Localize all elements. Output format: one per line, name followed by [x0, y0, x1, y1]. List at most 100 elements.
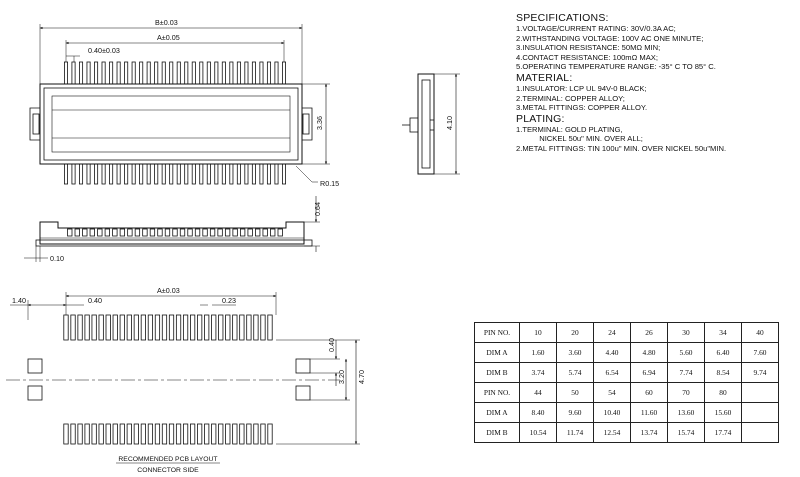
terminal-pin: [139, 61, 144, 85]
pcb-pad: [218, 314, 224, 341]
pcb-left-label: 1.40: [12, 296, 26, 305]
terminal-pin: [131, 163, 136, 185]
pcb-pad: [147, 423, 154, 445]
terminal-pin: [206, 61, 211, 85]
terminal-pin: [266, 163, 271, 185]
pcb-pad: [225, 423, 231, 445]
table-cell: 4.80: [630, 342, 668, 363]
table-cell: 26: [630, 322, 668, 343]
table-cell: 30: [667, 322, 705, 343]
table-cell: 11.60: [630, 402, 668, 423]
pcb-pad: [84, 423, 90, 445]
table-cell: DIM B: [474, 422, 520, 443]
pcb-pad: [140, 314, 146, 341]
terminal-pin: [94, 163, 99, 185]
pcb-pad: [211, 423, 217, 445]
table-cell: 6.54: [593, 362, 631, 383]
pcb-v3-label: 4.70: [357, 370, 366, 384]
pcb-pad: [267, 423, 273, 445]
terminal-pin: [116, 61, 121, 85]
table-cell: DIM B: [474, 362, 520, 383]
terminal-slot: [255, 228, 261, 237]
table-cell: 10.54: [519, 422, 557, 443]
terminal-slot: [277, 228, 283, 237]
terminal-pin: [146, 163, 151, 185]
pcb-pad: [77, 423, 83, 445]
terminal-pin: [236, 61, 241, 85]
terminal-slot: [119, 228, 126, 237]
terminal-slot: [247, 228, 253, 237]
terminal-pin: [79, 163, 84, 185]
table-cell: 7.60: [741, 342, 779, 363]
terminal-pin: [184, 61, 189, 85]
table-cell: 4.40: [593, 342, 631, 363]
terminal-slot: [224, 228, 231, 237]
terminal-slot: [149, 228, 156, 237]
pcb-pad: [63, 423, 69, 445]
terminal-pin: [64, 163, 69, 185]
terminal-slot: [164, 228, 171, 237]
pcb-pad: [267, 314, 273, 341]
terminal-slot: [179, 228, 186, 237]
pcb-pad: [239, 314, 245, 341]
terminal-pin: [281, 61, 286, 85]
terminal-pin: [146, 61, 151, 85]
spec-line: 4.CONTACT RESISTANCE: 100mΩ MAX;: [516, 52, 658, 62]
terminal-pin: [244, 163, 249, 185]
pcb-pad: [98, 314, 104, 341]
pcb-pad: [98, 423, 104, 445]
terminal-pin: [199, 61, 204, 85]
pcb-pad: [70, 423, 76, 445]
terminal-pin: [86, 61, 91, 85]
pcb-pad: [105, 314, 111, 341]
terminal-pin: [229, 163, 234, 185]
pcb-caption-1: RECOMMENDED PCB LAYOUT: [118, 456, 217, 463]
spec-line: 1.VOLTAGE/CURRENT RATING: 30V/0.3A AC;: [516, 24, 676, 33]
pcb-pad: [197, 423, 203, 445]
table-cell: 10: [519, 322, 557, 343]
height-label: 3.36: [315, 116, 324, 130]
terminal-pin: [101, 163, 106, 185]
terminal-pin: [214, 163, 219, 185]
pcb-pad: [168, 423, 175, 445]
terminal-slot: [217, 228, 223, 237]
connector-front-view: [35, 221, 313, 247]
pcb-pad: [63, 314, 69, 341]
pcb-pad: [190, 314, 196, 341]
terminal-pin: [161, 163, 166, 185]
pcb-pad: [175, 314, 182, 341]
spec-line: 5.OPERATING TEMPERATURE RANGE: -35° C TO…: [516, 62, 716, 72]
dim-a-label: A±0.05: [157, 33, 180, 42]
terminal-pin: [259, 61, 264, 85]
table-cell: DIM A: [474, 402, 520, 423]
terminal-pin: [94, 61, 99, 85]
table-cell: 3.60: [556, 342, 594, 363]
material-line: 1.INSULATOR: LCP UL 94V-0 BLACK;: [516, 83, 647, 93]
terminal-pin: [191, 163, 196, 185]
pcb-pad: [260, 423, 266, 445]
pcb-pad: [84, 314, 90, 341]
material-title: MATERIAL:: [516, 71, 573, 84]
table-cell: 8.40: [519, 402, 557, 423]
terminal-pin: [124, 163, 129, 185]
terminal-pin: [124, 61, 129, 85]
terminal-pin: [116, 163, 121, 185]
pcb-pad: [225, 314, 231, 341]
table-row: DIM A 1.60 3.60 4.40 4.80 5.60 6.40 7.60: [474, 342, 779, 363]
pcb-pad: [112, 314, 118, 341]
terminal-slot: [67, 228, 73, 237]
table-cell: PIN NO.: [474, 382, 520, 403]
terminal-pin: [259, 163, 264, 185]
terminal-slot: [194, 228, 201, 237]
pcb-pad: [260, 314, 266, 341]
terminal-pin: [199, 163, 204, 185]
specifications-block: SPECIFICATIONS: 1.VOLTAGE/CURRENT RATING…: [516, 12, 796, 154]
pcb-pad: [161, 423, 168, 445]
terminal-pin: [139, 163, 144, 185]
pcb-pad: [253, 314, 259, 341]
plating-line: NICKEL 50u" MIN. OVER ALL;: [516, 134, 643, 144]
terminal-pin: [176, 61, 181, 85]
table-cell: 40: [741, 322, 779, 343]
pcb-pad: [147, 314, 154, 341]
